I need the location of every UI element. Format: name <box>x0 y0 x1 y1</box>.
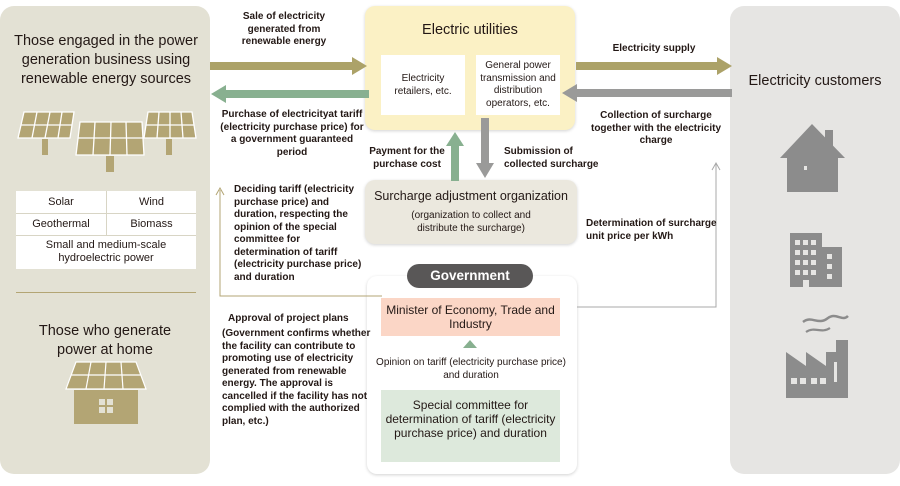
source-geothermal: Geothermal <box>32 218 90 230</box>
committee-label: Special committee for determination of t… <box>385 398 556 440</box>
approval-body: (Government confirms whether the facilit… <box>222 328 371 427</box>
left-divider <box>16 292 196 293</box>
surcharge-org-title: Surcharge adjustment organization <box>374 189 568 203</box>
payment-label: Payment for the purchase cost <box>369 146 445 170</box>
approval-title: Approval of project plans <box>228 313 349 324</box>
source-wind: Wind <box>138 196 165 208</box>
energy-source-table: Solar Wind Geothermal Biomass Small and … <box>16 191 196 269</box>
source-biomass: Biomass <box>130 218 173 230</box>
supply-arrow <box>576 57 732 75</box>
sale-arrow <box>210 57 367 75</box>
minister-box: Minister of Economy, Trade and Industry <box>381 298 560 336</box>
purchase-label: Purchase of electricityat tariff (electr… <box>220 109 364 158</box>
source-hydro: Small and medium-scale hydroelectric pow… <box>45 239 167 264</box>
sale-label: Sale of electricity generated from renew… <box>241 11 327 47</box>
house-solar-icon <box>65 361 147 424</box>
transmission-label: General power transmission and distribut… <box>480 60 556 109</box>
opinion-label: Opinion on tariff (electricity purchase … <box>376 357 566 381</box>
business-title: Those engaged in the power generation bu… <box>14 33 198 87</box>
payment-arrow <box>446 132 464 181</box>
customers-title: Electricity customers <box>748 73 882 89</box>
home-title: Those who generate power at home <box>38 323 172 358</box>
determination-label: Determination of surcharge unit price pe… <box>586 218 717 242</box>
surcharge-org-panel <box>365 180 577 244</box>
collection-arrow <box>562 84 732 102</box>
collection-label: Collection of surcharge together with th… <box>590 110 722 146</box>
minister-label: Minister of Economy, Trade and Industry <box>386 303 555 331</box>
supply-label: Electricity supply <box>612 43 696 54</box>
government-badge: Government <box>407 264 533 288</box>
submission-label: Submission of collected surcharge <box>504 146 599 170</box>
solar-panel-icon <box>17 111 197 172</box>
source-solar: Solar <box>48 196 74 208</box>
utilities-title: Electric utilities <box>422 22 518 38</box>
purchase-arrow <box>211 85 369 103</box>
deciding-label: Deciding tariff (electricity purchase pr… <box>234 184 362 283</box>
retailers-box: Electricity retailers, etc. <box>381 55 465 115</box>
transmission-box: General power transmission and distribut… <box>476 55 560 115</box>
retailers-label: Electricity retailers, etc. <box>394 73 452 97</box>
committee-box: Special committee for determination of t… <box>381 390 560 462</box>
surcharge-org-subtitle: (organization to collect and distribute … <box>411 210 531 234</box>
